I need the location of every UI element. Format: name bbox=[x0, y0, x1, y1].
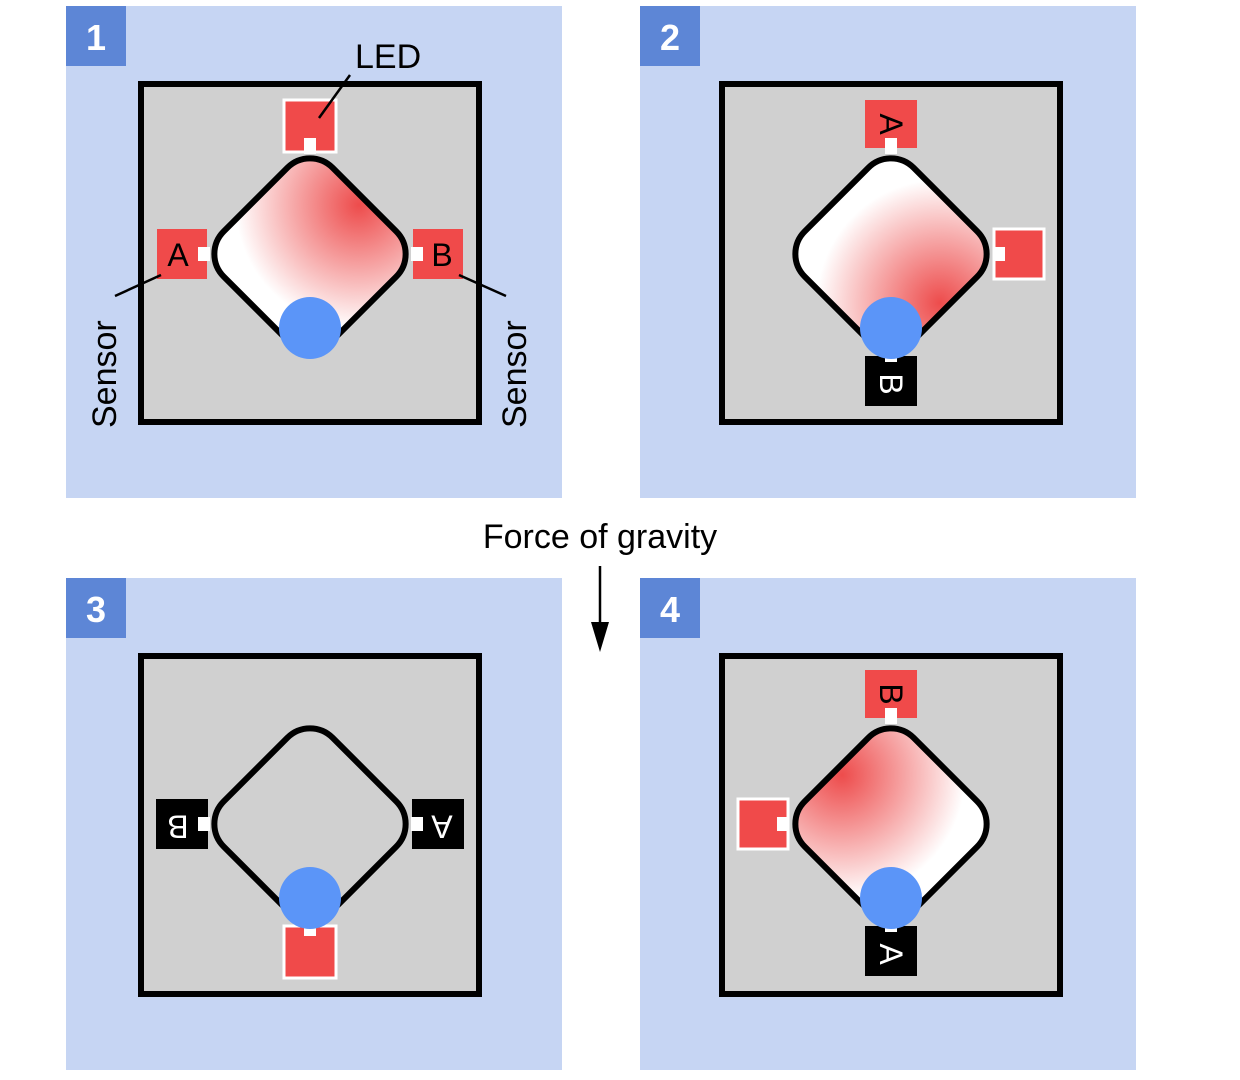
panel-1-gap-left bbox=[198, 247, 210, 261]
sensor-left-label: Sensor bbox=[86, 320, 124, 428]
panel-3-gap-right bbox=[411, 817, 423, 831]
panel-2: 2 A B bbox=[640, 6, 1136, 498]
panel-2-chamber bbox=[792, 155, 990, 353]
panel-3-sensor-b-letter: B bbox=[167, 809, 188, 845]
panel-2-sensor-b bbox=[865, 356, 917, 406]
panel-3: 3 B A bbox=[66, 578, 562, 1070]
panel-2-ball bbox=[860, 297, 922, 359]
panel-3-gap-left bbox=[198, 817, 210, 831]
panel-4-sensor-a-letter: A bbox=[873, 943, 909, 965]
panel-4-badge bbox=[640, 578, 700, 638]
panel-2-gap-top bbox=[885, 138, 897, 154]
panel-4-gap-top bbox=[885, 708, 897, 724]
led-label: LED bbox=[355, 38, 421, 76]
panel-1-badge bbox=[66, 6, 126, 66]
panel-3-ball bbox=[279, 867, 341, 929]
panel-1-sensor-left-leader bbox=[114, 273, 162, 298]
panel-1-gap-top bbox=[304, 138, 316, 154]
panel-1-gap-right bbox=[411, 247, 423, 261]
panel-1-led-leader bbox=[317, 74, 352, 119]
panel-4-number: 4 bbox=[660, 589, 680, 630]
panel-1-ball bbox=[279, 297, 341, 359]
panel-1-chamber bbox=[211, 155, 409, 353]
panel-1-number: 1 bbox=[86, 17, 106, 58]
panel-2-badge bbox=[640, 6, 700, 66]
panel-1-sensor-a-letter: A bbox=[167, 237, 189, 273]
panel-3-number: 3 bbox=[86, 589, 106, 630]
sensor-right-label: Sensor bbox=[496, 320, 534, 428]
panel-2-gap-right bbox=[993, 247, 1005, 261]
panel-4-gap-left bbox=[777, 817, 789, 831]
panel-1: 1 A B LED Sensor Sensor bbox=[66, 6, 562, 498]
panel-4-sensor-b-letter: B bbox=[873, 683, 909, 704]
panel-2-sensor-a-letter: A bbox=[873, 113, 909, 135]
panel-3-chamber bbox=[211, 725, 409, 923]
gravity-arrow-head bbox=[591, 622, 609, 652]
panel-4: 4 B A bbox=[640, 578, 1136, 1070]
panel-3-badge bbox=[66, 578, 126, 638]
panel-4-chamber bbox=[792, 725, 990, 923]
panel-2-number: 2 bbox=[660, 17, 680, 58]
gravity-indicator: Force of gravity bbox=[483, 518, 717, 652]
panel-1-sensor-right-leader bbox=[458, 273, 507, 298]
gravity-label: Force of gravity bbox=[483, 518, 717, 556]
panel-4-ball bbox=[860, 867, 922, 929]
panel-1-sensor-b-letter: B bbox=[431, 237, 452, 273]
panel-2-sensor-b-letter: B bbox=[873, 373, 909, 394]
panel-3-sensor-a-letter: A bbox=[431, 809, 453, 845]
panel-4-sensor-a bbox=[865, 926, 917, 976]
